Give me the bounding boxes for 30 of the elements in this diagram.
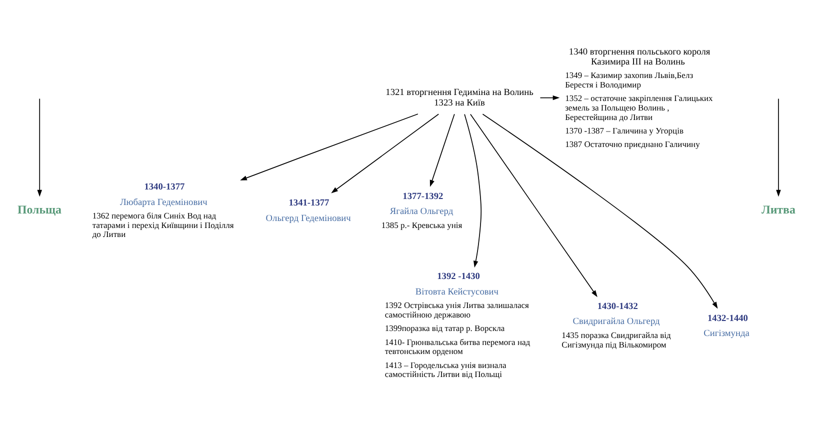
node-label: 1385 р.- Кревська унія — [381, 220, 462, 230]
node-text: 1377-1392 Ягайла Ольгерд — [390, 192, 454, 218]
node-label: 1413 – Городельська унія визнала самостійність Литви від Польщі — [384, 360, 506, 380]
arrow — [482, 114, 718, 309]
node-text: Литва — [761, 202, 796, 217]
node-text: Польща — [18, 202, 62, 217]
node-label: 1392 Острівська унія Литва залишалася самостійною державою — [384, 300, 529, 320]
arrow — [430, 114, 455, 187]
node-text: 1341-1377 Ольгерд Гедемінович — [266, 198, 351, 224]
node-text: 1321 вторгнення Гедиміна на Волинь 1323 на Київ — [386, 88, 534, 108]
node-label: 1410- Грюнвальська битва перемога над тевтонським орденом — [384, 336, 530, 356]
node-text: 1392 -1430 Вітовта Кейстусович — [415, 272, 498, 298]
arrow — [464, 114, 482, 268]
arrow — [470, 114, 598, 298]
node-text: 1340-1377 Любарта Гедемінович — [120, 182, 208, 208]
node-label: 1370 -1387 – Галичина у Угорців — [565, 126, 684, 136]
node-label: 1349 – Казимир захопив Львів,Белз Берестя і Володимир — [565, 70, 694, 90]
node-label: 1435 поразка Свидригайла від Сигізмунда під Вількомиром — [562, 330, 671, 350]
arrow — [240, 114, 418, 180]
node-label: 1352 – остаточне закріплення Галицьких земель за Польщею Волинь , Берестейщина до Литви — [565, 93, 713, 122]
node-label: 1399поразка від татар р. Ворскла — [384, 323, 505, 334]
arrow — [776, 98, 781, 197]
node-label: 1362 перемога біля Синіх Вод над татарами і перехід Київщини і Поділля до Литви — [92, 210, 234, 240]
node-text: 1432-1440 Сигізмунда — [704, 314, 750, 340]
arrow — [37, 98, 42, 197]
arrow — [540, 95, 560, 100]
node-label: 1387 Остаточно приєднано Галичину — [565, 139, 700, 150]
node-text: 1340 вторгнення польського короля Казимира III на Волинь — [568, 47, 710, 68]
node-text: 1430-1432 Свидригайла Ольгерд — [572, 302, 660, 328]
arrow — [331, 114, 440, 194]
